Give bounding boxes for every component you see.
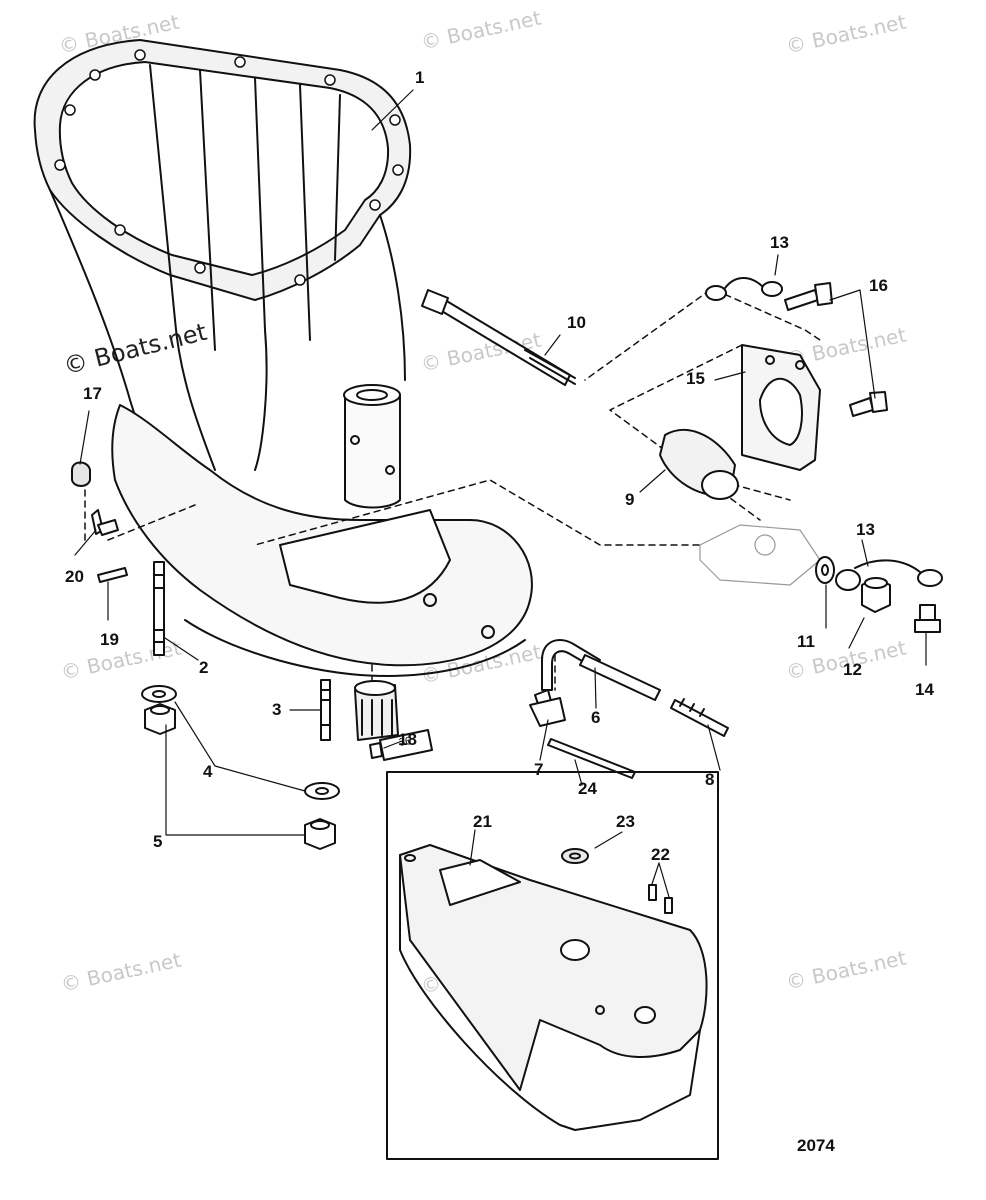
grease-tube bbox=[369, 729, 433, 761]
plug bbox=[71, 461, 91, 487]
stud bbox=[153, 561, 165, 656]
nut bbox=[304, 818, 336, 850]
inset-frame bbox=[386, 771, 719, 1160]
callout-23: 23 bbox=[616, 812, 635, 831]
ghost-bracket bbox=[699, 524, 821, 586]
washer bbox=[815, 556, 835, 584]
tube-label: 36 bbox=[398, 735, 413, 749]
washer bbox=[304, 782, 340, 800]
callout-13-lower: 13 bbox=[856, 520, 875, 539]
callout-7: 7 bbox=[534, 760, 544, 779]
screw bbox=[914, 604, 941, 633]
callout-9: 9 bbox=[625, 490, 635, 509]
callout-19: 19 bbox=[100, 630, 119, 649]
callout-16: 16 bbox=[869, 276, 888, 295]
callout-22: 22 bbox=[651, 845, 670, 864]
callout-15: 15 bbox=[686, 369, 705, 388]
dowel-pins bbox=[648, 884, 673, 914]
ground-strap bbox=[705, 277, 783, 301]
callout-24: 24 bbox=[578, 779, 597, 798]
spacer-washer bbox=[561, 848, 589, 864]
callout-14: 14 bbox=[915, 680, 934, 699]
callout-2: 2 bbox=[199, 658, 209, 677]
callout-11: 11 bbox=[797, 632, 815, 651]
nut bbox=[144, 703, 176, 735]
spacer-plate bbox=[399, 844, 708, 1131]
nut bbox=[861, 577, 891, 613]
callout-3: 3 bbox=[272, 700, 282, 719]
water-fitting bbox=[529, 689, 566, 727]
ground-strap bbox=[835, 559, 943, 591]
long-bolt bbox=[421, 289, 576, 386]
callout-8: 8 bbox=[705, 770, 715, 789]
callout-12: 12 bbox=[843, 660, 862, 679]
driveshaft-housing bbox=[33, 39, 533, 677]
water-probe bbox=[670, 698, 729, 737]
mount-bushing bbox=[659, 428, 739, 500]
callout-20: 20 bbox=[65, 567, 84, 586]
leader-lines bbox=[74, 89, 927, 898]
callout-10: 10 bbox=[567, 313, 586, 332]
callout-6: 6 bbox=[591, 708, 601, 727]
diagram-number: 2074 bbox=[797, 1136, 835, 1155]
screws bbox=[784, 282, 888, 417]
callout-4: 4 bbox=[203, 762, 213, 781]
elbow-fitting bbox=[91, 509, 119, 536]
callout-17: 17 bbox=[83, 384, 102, 403]
pin bbox=[97, 567, 128, 583]
callout-13-upper: 13 bbox=[770, 233, 789, 252]
callout-5: 5 bbox=[153, 832, 163, 851]
callout-21: 21 bbox=[473, 812, 492, 831]
callout-18: 18 bbox=[398, 730, 417, 749]
mount-bracket bbox=[741, 344, 821, 471]
hose bbox=[541, 639, 661, 701]
coupling-nut bbox=[354, 680, 399, 741]
washer bbox=[141, 685, 177, 703]
callout-1: 1 bbox=[415, 68, 425, 87]
